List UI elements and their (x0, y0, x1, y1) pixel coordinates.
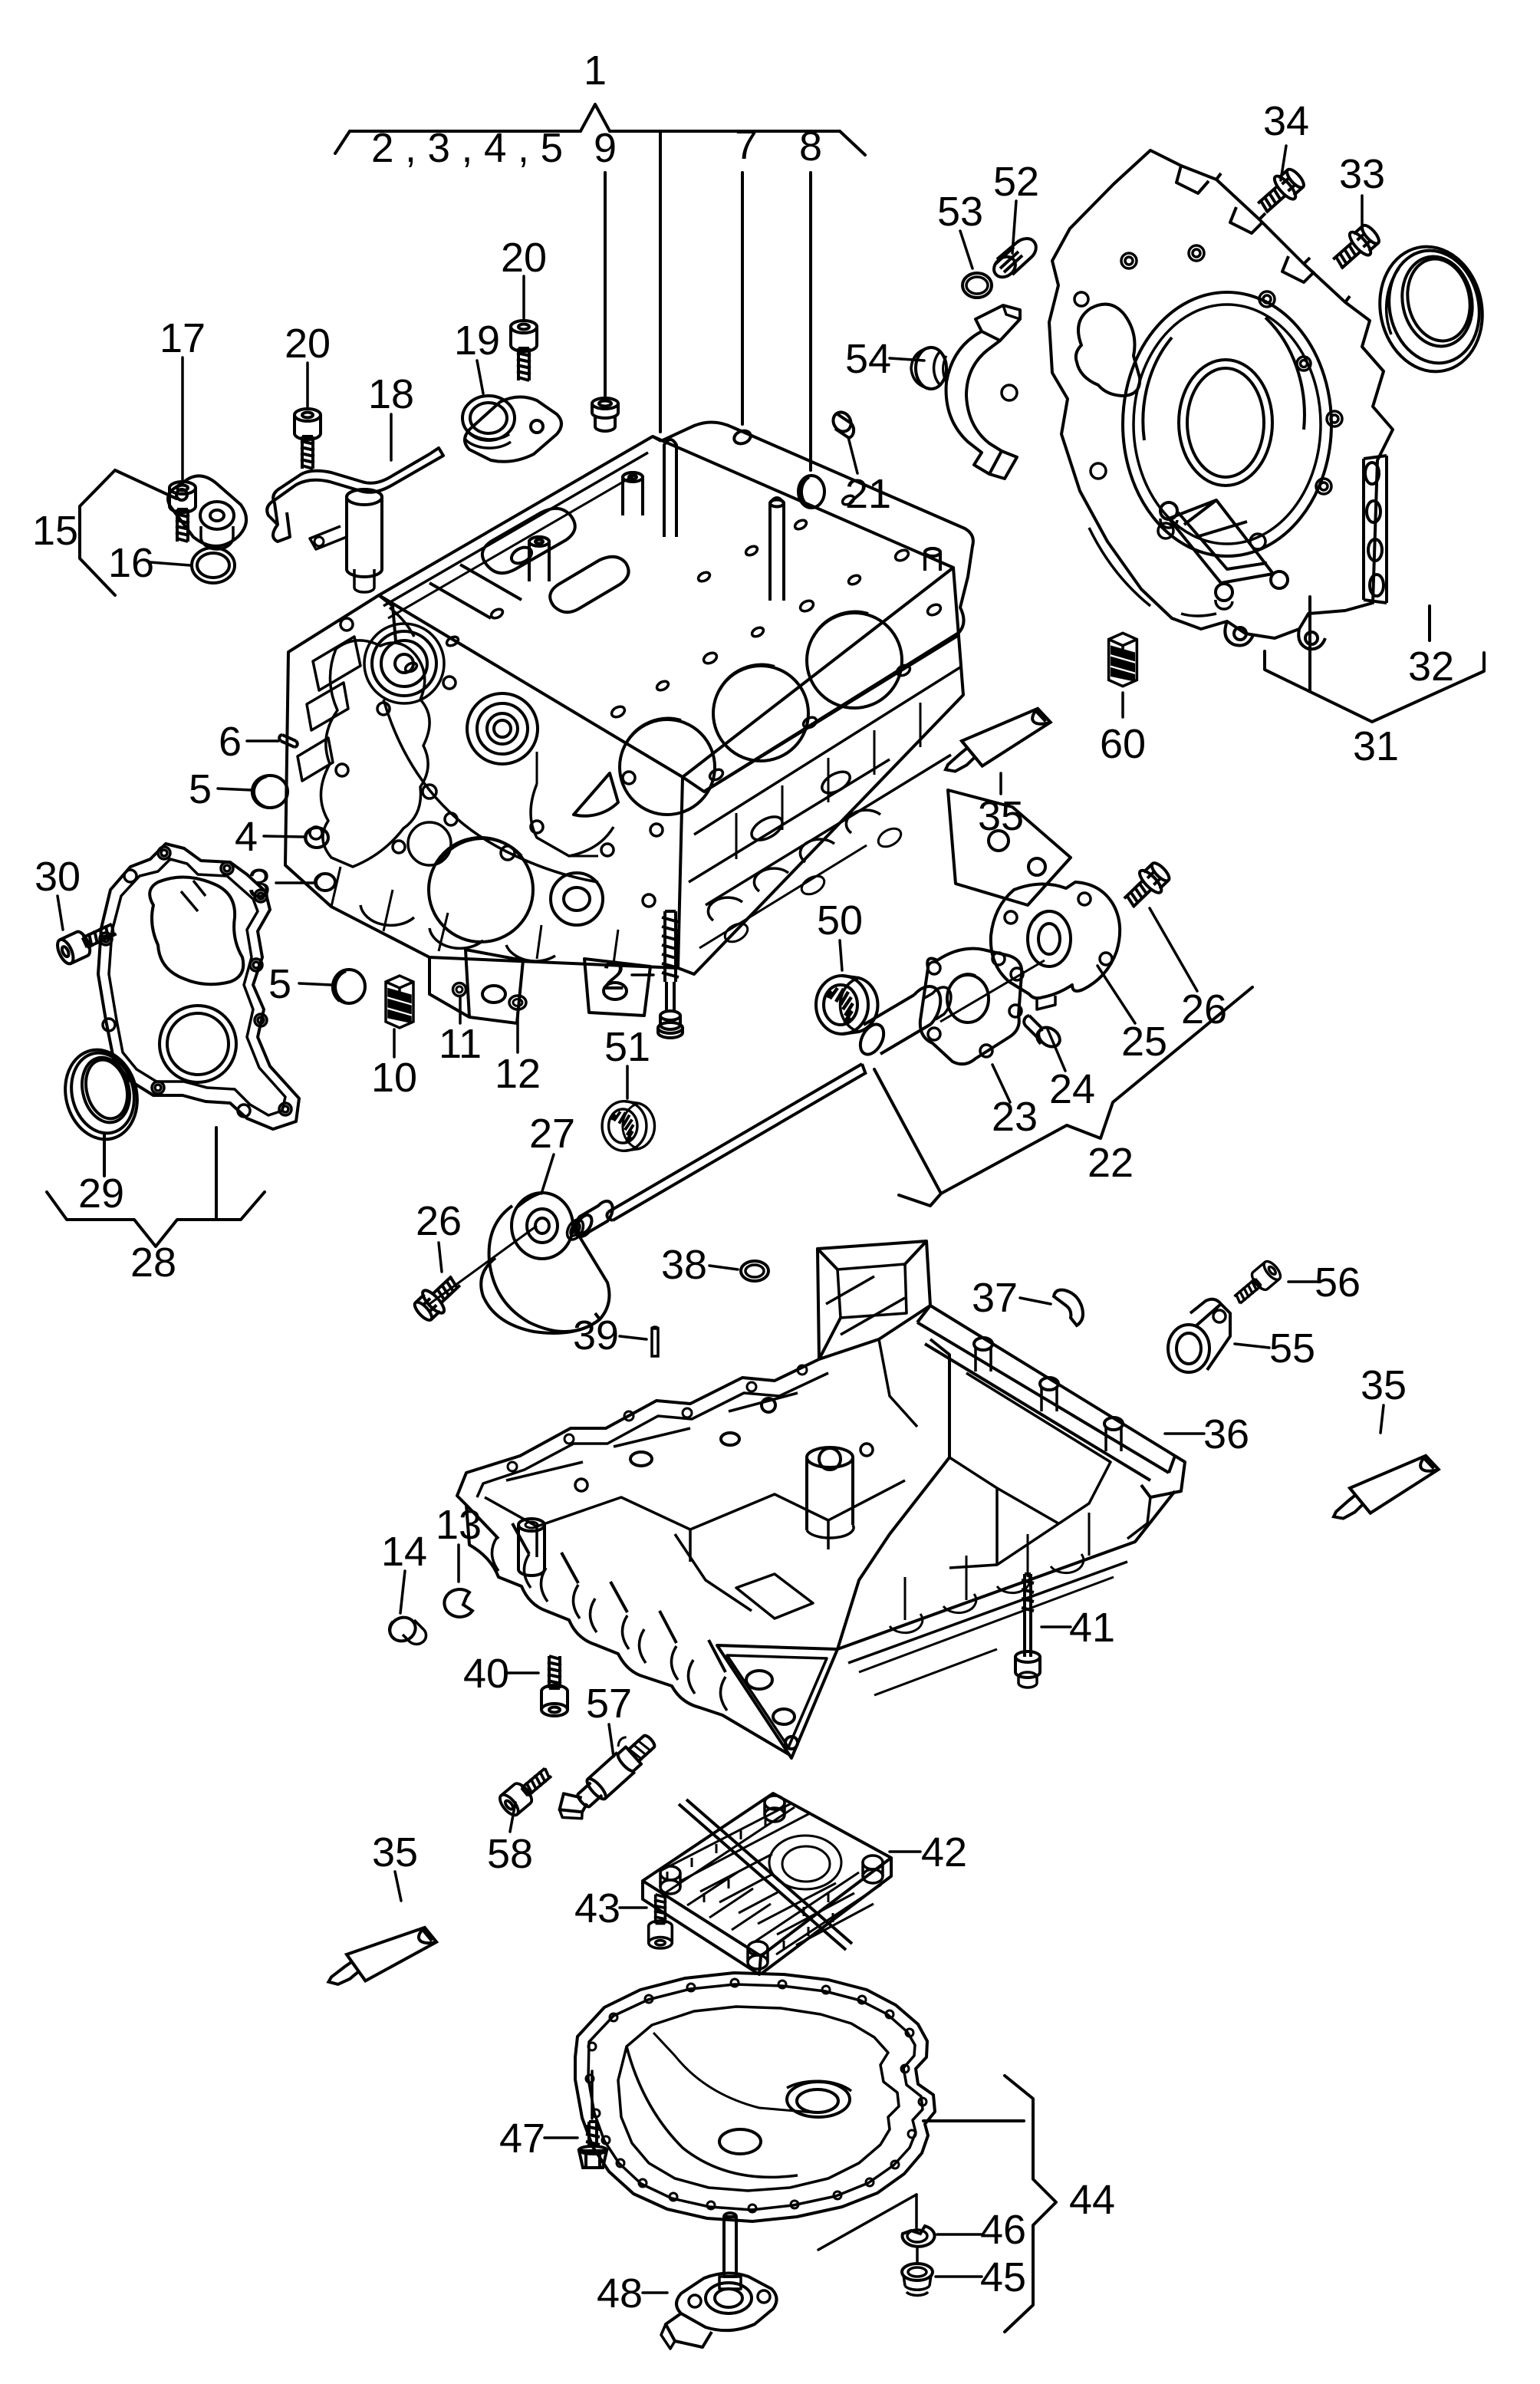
svg-text:48: 48 (597, 2270, 643, 2316)
svg-text:3: 3 (248, 861, 271, 907)
svg-text:53: 53 (937, 189, 983, 235)
svg-text:6: 6 (219, 719, 242, 765)
svg-text:2: 2 (602, 953, 625, 999)
svg-text:26: 26 (1181, 986, 1227, 1032)
svg-text:14: 14 (381, 1529, 427, 1575)
svg-text:15: 15 (32, 508, 78, 554)
svg-text:46: 46 (980, 2207, 1026, 2253)
svg-text:17: 17 (160, 315, 206, 361)
svg-text:44: 44 (1069, 2177, 1115, 2223)
svg-text:21: 21 (845, 471, 891, 517)
svg-text:9: 9 (594, 125, 617, 171)
svg-text:32: 32 (1408, 644, 1454, 690)
svg-text:35: 35 (978, 793, 1024, 839)
svg-text:23: 23 (992, 1094, 1038, 1140)
svg-text:16: 16 (108, 540, 154, 586)
svg-text:28: 28 (130, 1240, 176, 1286)
svg-text:22: 22 (1088, 1140, 1134, 1186)
svg-text:27: 27 (529, 1111, 575, 1157)
svg-text:42: 42 (921, 1829, 967, 1875)
svg-text:12: 12 (495, 1051, 541, 1097)
svg-text:11: 11 (439, 1021, 482, 1067)
svg-text:39: 39 (573, 1312, 619, 1358)
svg-text:20: 20 (285, 321, 331, 367)
svg-text:7: 7 (735, 122, 758, 168)
svg-text:55: 55 (1269, 1325, 1315, 1371)
svg-text:5: 5 (268, 961, 291, 1007)
svg-text:2 , 3 , 4 , 5: 2 , 3 , 4 , 5 (371, 125, 563, 171)
svg-text:18: 18 (368, 371, 414, 417)
svg-text:38: 38 (661, 1242, 707, 1288)
svg-text:37: 37 (972, 1275, 1018, 1321)
svg-text:24: 24 (1049, 1066, 1095, 1112)
svg-text:31: 31 (1353, 723, 1399, 769)
svg-text:30: 30 (35, 854, 81, 900)
svg-text:29: 29 (78, 1171, 124, 1217)
svg-text:4: 4 (235, 814, 258, 860)
svg-text:19: 19 (454, 318, 500, 364)
svg-text:54: 54 (845, 336, 891, 382)
svg-text:43: 43 (574, 1885, 620, 1931)
svg-text:56: 56 (1315, 1260, 1361, 1306)
svg-text:1: 1 (584, 48, 607, 94)
svg-text:40: 40 (463, 1651, 509, 1697)
svg-text:13: 13 (436, 1502, 482, 1548)
svg-text:58: 58 (487, 1831, 533, 1877)
svg-text:8: 8 (799, 123, 822, 170)
svg-text:5: 5 (189, 766, 212, 812)
svg-text:51: 51 (604, 1024, 650, 1070)
svg-text:57: 57 (586, 1681, 632, 1727)
svg-text:26: 26 (416, 1198, 462, 1244)
svg-text:10: 10 (371, 1055, 417, 1101)
svg-text:52: 52 (993, 159, 1039, 205)
svg-text:33: 33 (1339, 151, 1385, 197)
svg-text:35: 35 (372, 1829, 418, 1875)
svg-text:36: 36 (1203, 1411, 1249, 1457)
svg-text:41: 41 (1069, 1605, 1115, 1651)
svg-text:20: 20 (501, 235, 547, 281)
svg-text:60: 60 (1100, 721, 1146, 767)
svg-text:35: 35 (1361, 1362, 1407, 1408)
svg-text:25: 25 (1121, 1019, 1167, 1065)
svg-text:45: 45 (980, 2254, 1026, 2300)
svg-text:34: 34 (1263, 98, 1309, 144)
svg-text:50: 50 (817, 897, 863, 943)
svg-text:47: 47 (499, 2116, 545, 2162)
